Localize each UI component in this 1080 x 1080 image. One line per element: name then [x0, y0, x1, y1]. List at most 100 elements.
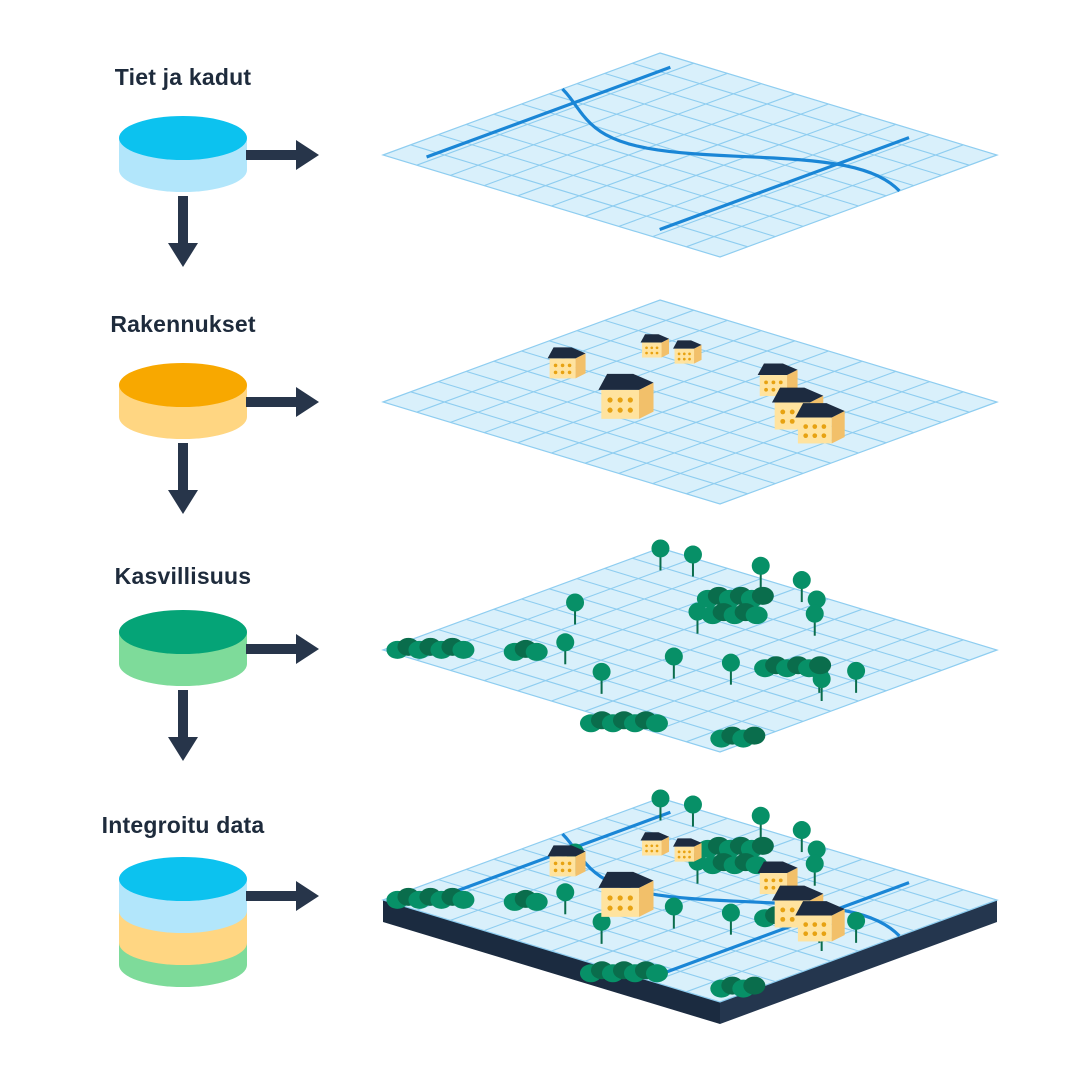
- layer-label-buildings: Rakennukset: [110, 311, 256, 337]
- building-roof: [640, 334, 670, 343]
- window: [789, 418, 795, 424]
- tree-crown: [651, 539, 670, 558]
- window: [812, 922, 818, 927]
- window: [688, 850, 691, 854]
- window: [655, 844, 659, 848]
- tree: [812, 670, 831, 701]
- tree-crown: [721, 903, 740, 922]
- window: [688, 855, 691, 859]
- window: [645, 346, 648, 350]
- window: [771, 387, 776, 392]
- bush: [809, 656, 832, 675]
- building-roof: [795, 901, 845, 916]
- grid-line: [585, 360, 863, 464]
- window: [780, 907, 786, 913]
- window: [607, 397, 613, 403]
- cylinder-top: [119, 116, 247, 160]
- window: [677, 850, 681, 854]
- grid-line: [652, 381, 930, 485]
- tree: [592, 662, 611, 694]
- building-front: [674, 348, 695, 364]
- bush-cluster: [386, 887, 475, 909]
- tree: [792, 571, 811, 603]
- bush-cluster: [579, 711, 668, 733]
- tree-crown: [751, 556, 770, 575]
- grid-line: [686, 639, 964, 743]
- grid-line: [465, 868, 804, 972]
- grid-line: [465, 123, 804, 227]
- window: [771, 885, 776, 890]
- tree-crown: [592, 912, 611, 931]
- building-roof: [640, 832, 670, 841]
- window: [789, 409, 795, 415]
- grid-line: [438, 629, 776, 733]
- building-side: [575, 353, 586, 379]
- building-side: [639, 880, 654, 917]
- window: [764, 885, 768, 890]
- tree-crown: [556, 633, 575, 652]
- grid-line: [652, 879, 930, 983]
- tree: [683, 795, 702, 827]
- window: [645, 844, 648, 848]
- tree: [721, 653, 740, 685]
- window: [560, 370, 565, 375]
- building-front: [549, 358, 576, 379]
- tree-crown: [847, 911, 866, 930]
- bush: [452, 890, 475, 909]
- map-integrated: [381, 789, 999, 1024]
- tree-crown: [792, 571, 811, 590]
- tree: [566, 593, 585, 625]
- window: [650, 346, 654, 350]
- grid-line: [438, 879, 776, 983]
- window: [803, 931, 809, 936]
- road-database-icon: [119, 116, 247, 192]
- map-buildings: [381, 299, 999, 505]
- bush-cluster: [579, 961, 668, 983]
- building-side: [661, 836, 670, 856]
- window: [627, 895, 633, 901]
- window: [553, 370, 558, 375]
- window: [567, 370, 572, 375]
- tree: [751, 806, 770, 838]
- arrow-down-vegetation: [168, 690, 198, 761]
- map-roads: [381, 52, 999, 258]
- window: [553, 363, 558, 368]
- tree: [651, 539, 670, 571]
- grid-line: [585, 113, 863, 217]
- tree-crown: [805, 604, 824, 623]
- tree: [721, 903, 740, 935]
- tree-crown: [664, 647, 683, 666]
- grid-line: [521, 598, 859, 702]
- building-roof: [795, 403, 845, 418]
- grid-line: [618, 123, 897, 227]
- arrow-right-vegetation: [246, 634, 319, 664]
- tree: [751, 556, 770, 588]
- window: [789, 916, 795, 922]
- road-straight: [426, 810, 671, 904]
- building-side: [575, 851, 586, 877]
- window: [821, 433, 827, 438]
- map-planes: [381, 52, 999, 1024]
- building: [640, 832, 670, 856]
- building: [598, 373, 654, 419]
- bush: [751, 836, 774, 855]
- window: [607, 905, 613, 911]
- building-roof: [757, 363, 798, 376]
- window: [682, 352, 686, 356]
- window: [780, 916, 786, 922]
- window: [821, 424, 827, 429]
- arrow-down-roads: [168, 196, 198, 267]
- bush-cluster: [710, 976, 766, 998]
- bush: [743, 726, 766, 745]
- bush: [645, 964, 668, 983]
- window: [780, 418, 786, 424]
- bush-cluster: [386, 637, 475, 659]
- window: [645, 351, 648, 355]
- cylinder-top: [119, 363, 247, 407]
- road-straight: [659, 881, 910, 976]
- window: [688, 357, 691, 361]
- window: [645, 849, 648, 853]
- building-roof: [673, 838, 702, 847]
- window: [771, 380, 776, 385]
- tree-crown: [805, 854, 824, 873]
